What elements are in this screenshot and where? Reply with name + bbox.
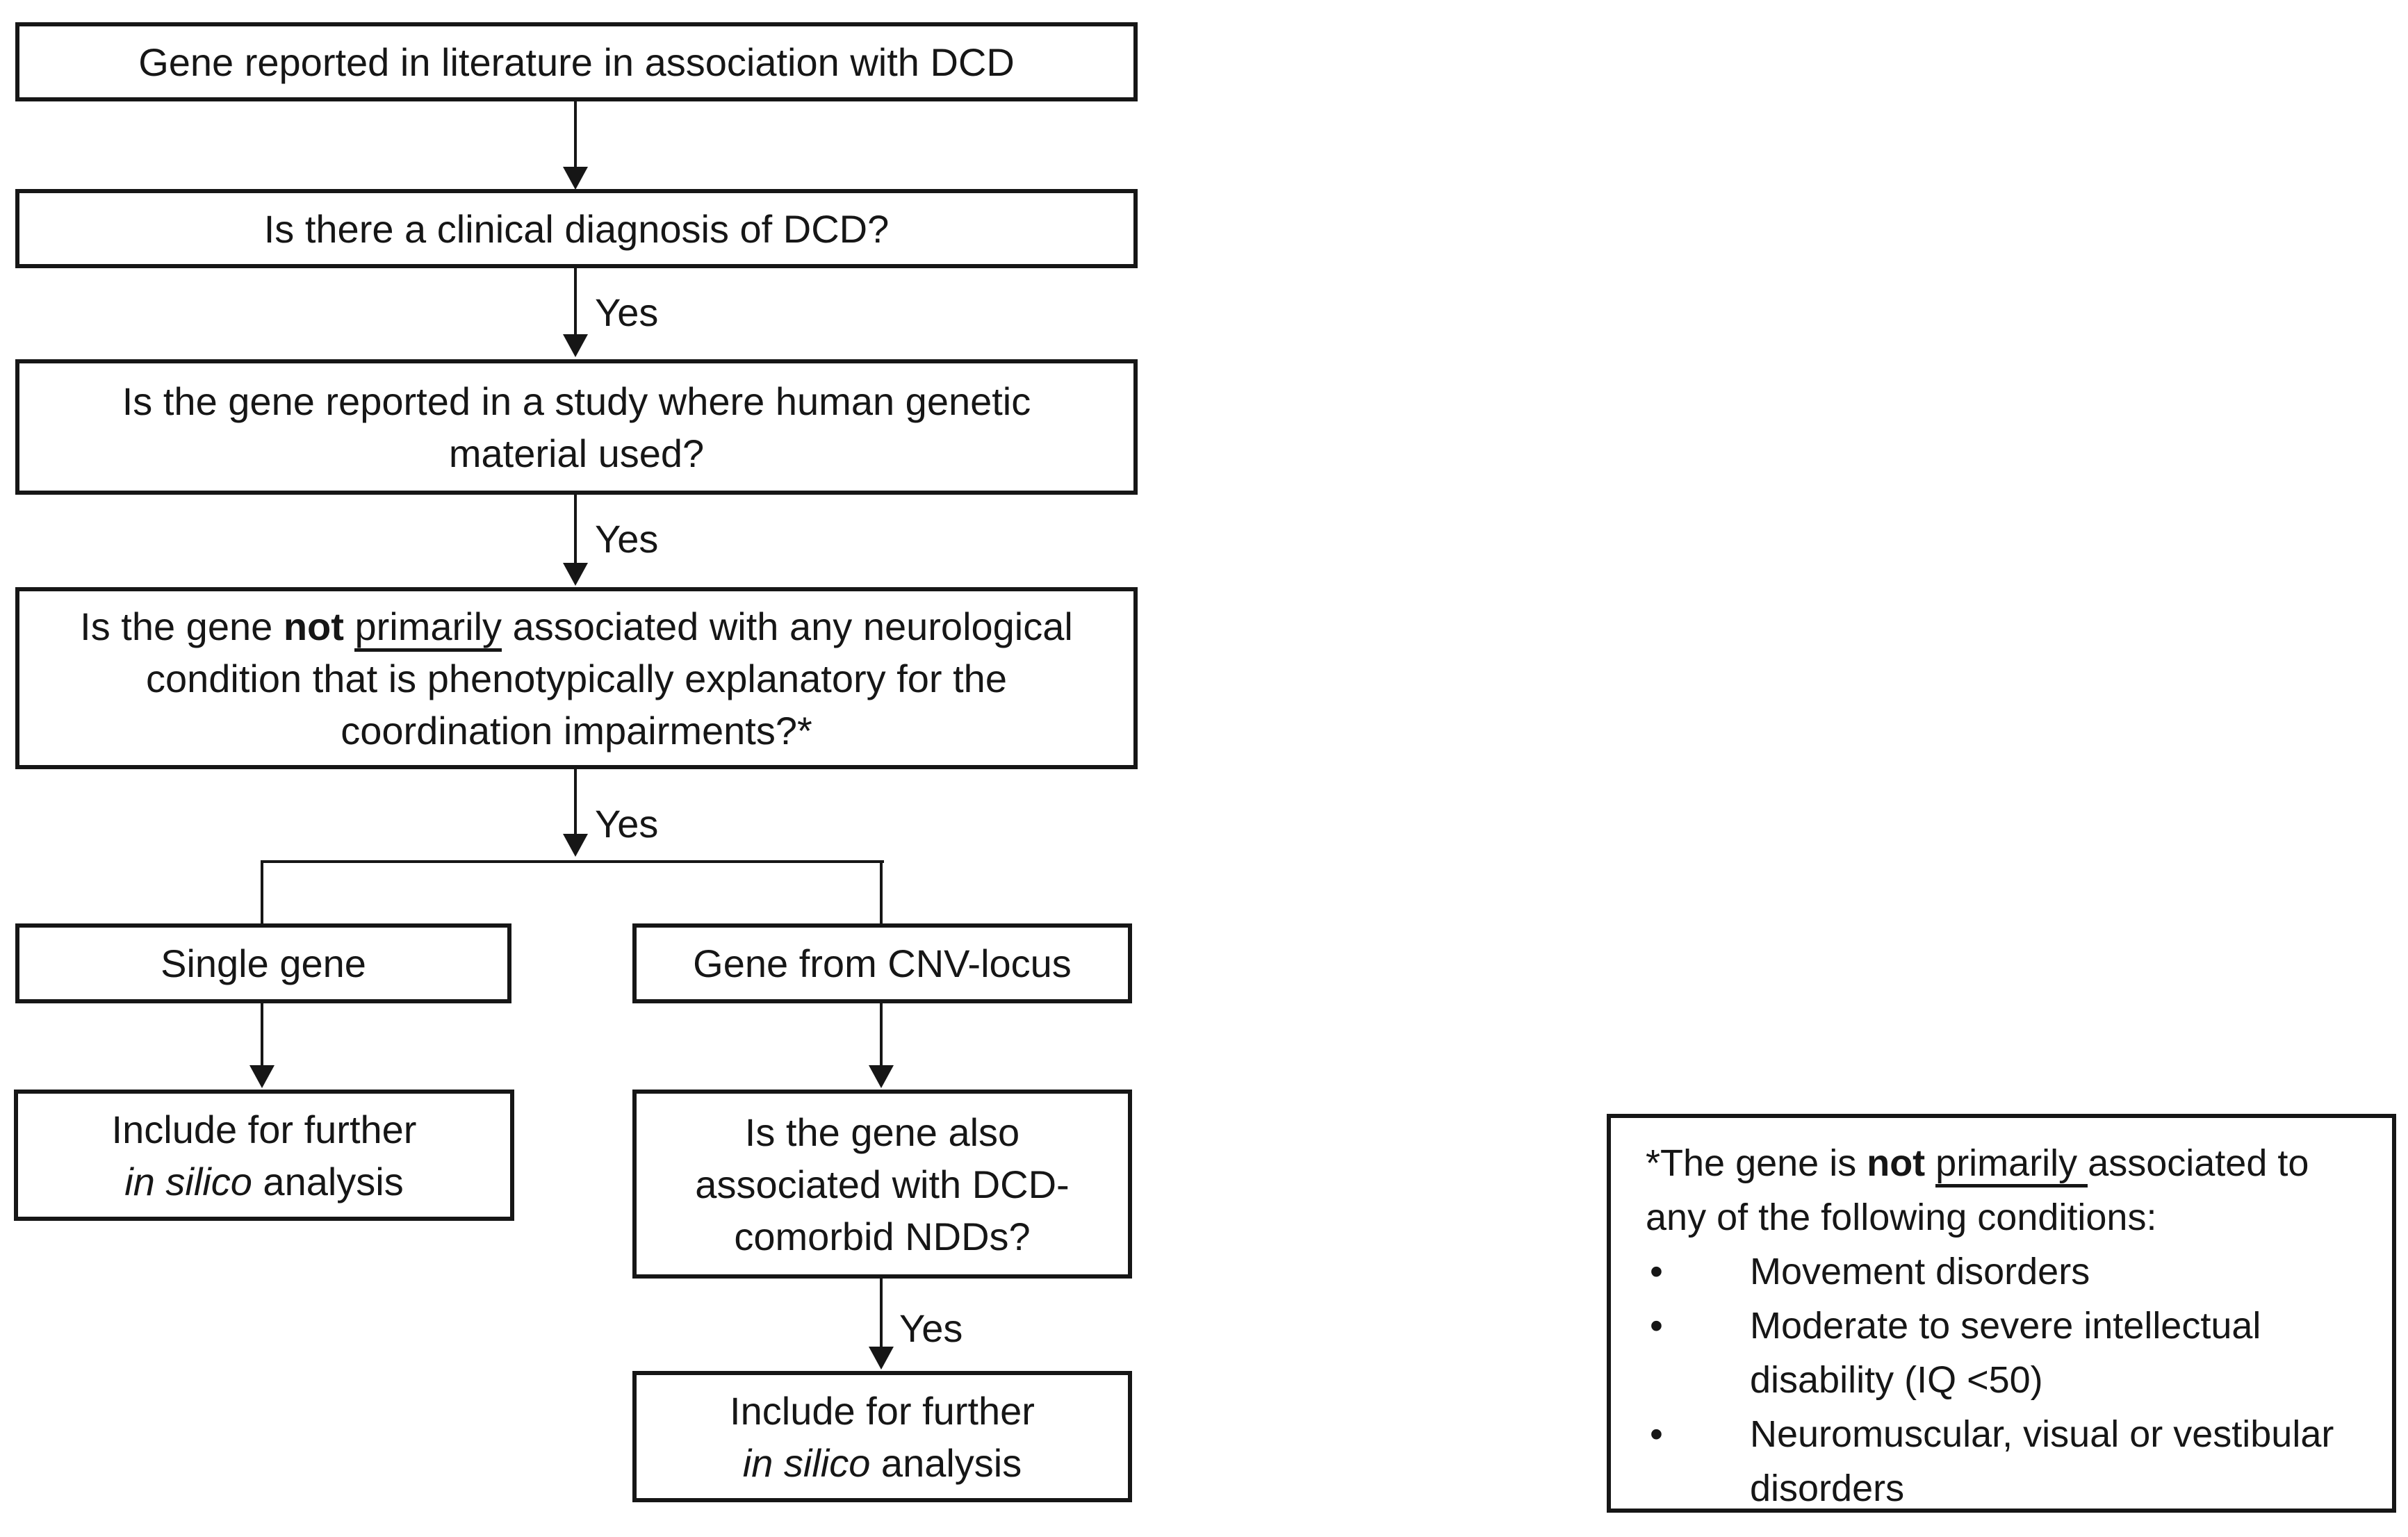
arrowhead-down-icon	[563, 167, 588, 190]
node-human-genetic-material-line2: material used?	[448, 431, 705, 475]
connector-primary-to-branch	[574, 769, 577, 835]
text-segment: analysis	[252, 1159, 404, 1203]
arrowhead-down-icon	[563, 334, 588, 357]
list-item: Neuromuscular, visual or vestibular diso…	[1646, 1407, 2385, 1515]
footnote-line2: any of the following conditions:	[1646, 1197, 2157, 1238]
connector-branch-left	[261, 860, 263, 926]
node-include-insilico-left-line2: in silico analysis	[124, 1156, 404, 1208]
arrowhead-down-icon	[249, 1065, 275, 1088]
connector-comorbid-to-include	[880, 1279, 883, 1348]
edge-label-yes-1: Yes	[595, 290, 659, 334]
node-gene-reported: Gene reported in literature in associati…	[15, 22, 1138, 101]
edge-label-yes-3: Yes	[595, 802, 659, 846]
node-not-primarily-associated: Is the gene not primarily associated wit…	[15, 587, 1138, 769]
text-segment: Is the gene	[80, 604, 284, 648]
arrowhead-down-icon	[563, 834, 588, 857]
node-single-gene-label: Single gene	[161, 942, 366, 985]
text-segment-underlined: primarily	[354, 604, 502, 652]
arrowhead-down-icon	[869, 1347, 894, 1370]
node-not-primarily-associated-line1: Is the gene not primarily associated wit…	[80, 600, 1073, 652]
node-human-genetic-material-line1: Is the gene reported in a study where hu…	[122, 379, 1031, 423]
text-segment: associated with any neurological	[502, 604, 1073, 648]
footnote-box: *The gene is not primarily associated to…	[1607, 1114, 2396, 1513]
node-include-insilico-bottom-line2: in silico analysis	[743, 1437, 1022, 1489]
node-include-insilico-bottom-line1: Include for further	[730, 1388, 1035, 1433]
node-gene-reported-label: Gene reported in literature in associati…	[138, 40, 1015, 84]
connector-single-to-include	[261, 1003, 263, 1067]
text-segment-bold: not	[283, 604, 355, 648]
text-segment-italic: in silico	[124, 1159, 252, 1203]
text-segment: associated to	[2088, 1142, 2309, 1184]
connector-cnv-to-comorbid	[880, 1003, 883, 1067]
text-segment: analysis	[870, 1440, 1022, 1485]
node-include-insilico-left: Include for further in silico analysis	[14, 1090, 514, 1221]
node-comorbid-ndds-line2: associated with DCD-	[695, 1162, 1070, 1206]
list-item: Moderate to severe intellectual disabili…	[1646, 1299, 2385, 1407]
node-comorbid-ndds-line3: comorbid NDDs?	[734, 1214, 1031, 1258]
text-segment-underlined: primarily	[1935, 1142, 2088, 1187]
connector-branch-right	[880, 860, 883, 926]
arrowhead-down-icon	[869, 1065, 894, 1088]
text-segment-bold: not	[1867, 1142, 1936, 1184]
node-not-primarily-associated-line3: coordination impairments?*	[341, 708, 812, 753]
footnote-line1: *The gene is not primarily associated to	[1646, 1136, 2385, 1190]
node-cnv-locus-label: Gene from CNV-locus	[693, 942, 1072, 985]
node-include-insilico-bottom: Include for further in silico analysis	[632, 1371, 1132, 1502]
connector-human-to-primary	[574, 495, 577, 564]
footnote-list: Movement disorders Moderate to severe in…	[1646, 1244, 2385, 1515]
list-item: Movement disorders	[1646, 1244, 2385, 1299]
connector-clinical-to-human	[574, 268, 577, 336]
connector-start-to-clinical	[574, 101, 577, 168]
node-not-primarily-associated-line2: condition that is phenotypically explana…	[146, 656, 1007, 700]
text-segment-italic: in silico	[742, 1440, 871, 1485]
node-comorbid-ndds: Is the gene also associated with DCD- co…	[632, 1090, 1132, 1279]
edge-label-yes-4: Yes	[899, 1306, 963, 1350]
node-clinical-diagnosis: Is there a clinical diagnosis of DCD?	[15, 189, 1138, 268]
node-comorbid-ndds-line1: Is the gene also	[744, 1110, 1020, 1154]
arrowhead-down-icon	[563, 563, 588, 586]
node-include-insilico-left-line1: Include for further	[111, 1107, 417, 1151]
text-segment: *The gene is	[1646, 1142, 1867, 1184]
edge-label-yes-2: Yes	[595, 517, 659, 561]
node-single-gene: Single gene	[15, 923, 511, 1003]
node-human-genetic-material: Is the gene reported in a study where hu…	[15, 359, 1138, 495]
node-clinical-diagnosis-label: Is there a clinical diagnosis of DCD?	[263, 206, 890, 251]
node-cnv-locus: Gene from CNV-locus	[632, 923, 1132, 1003]
connector-branch-horizontal	[262, 860, 884, 863]
